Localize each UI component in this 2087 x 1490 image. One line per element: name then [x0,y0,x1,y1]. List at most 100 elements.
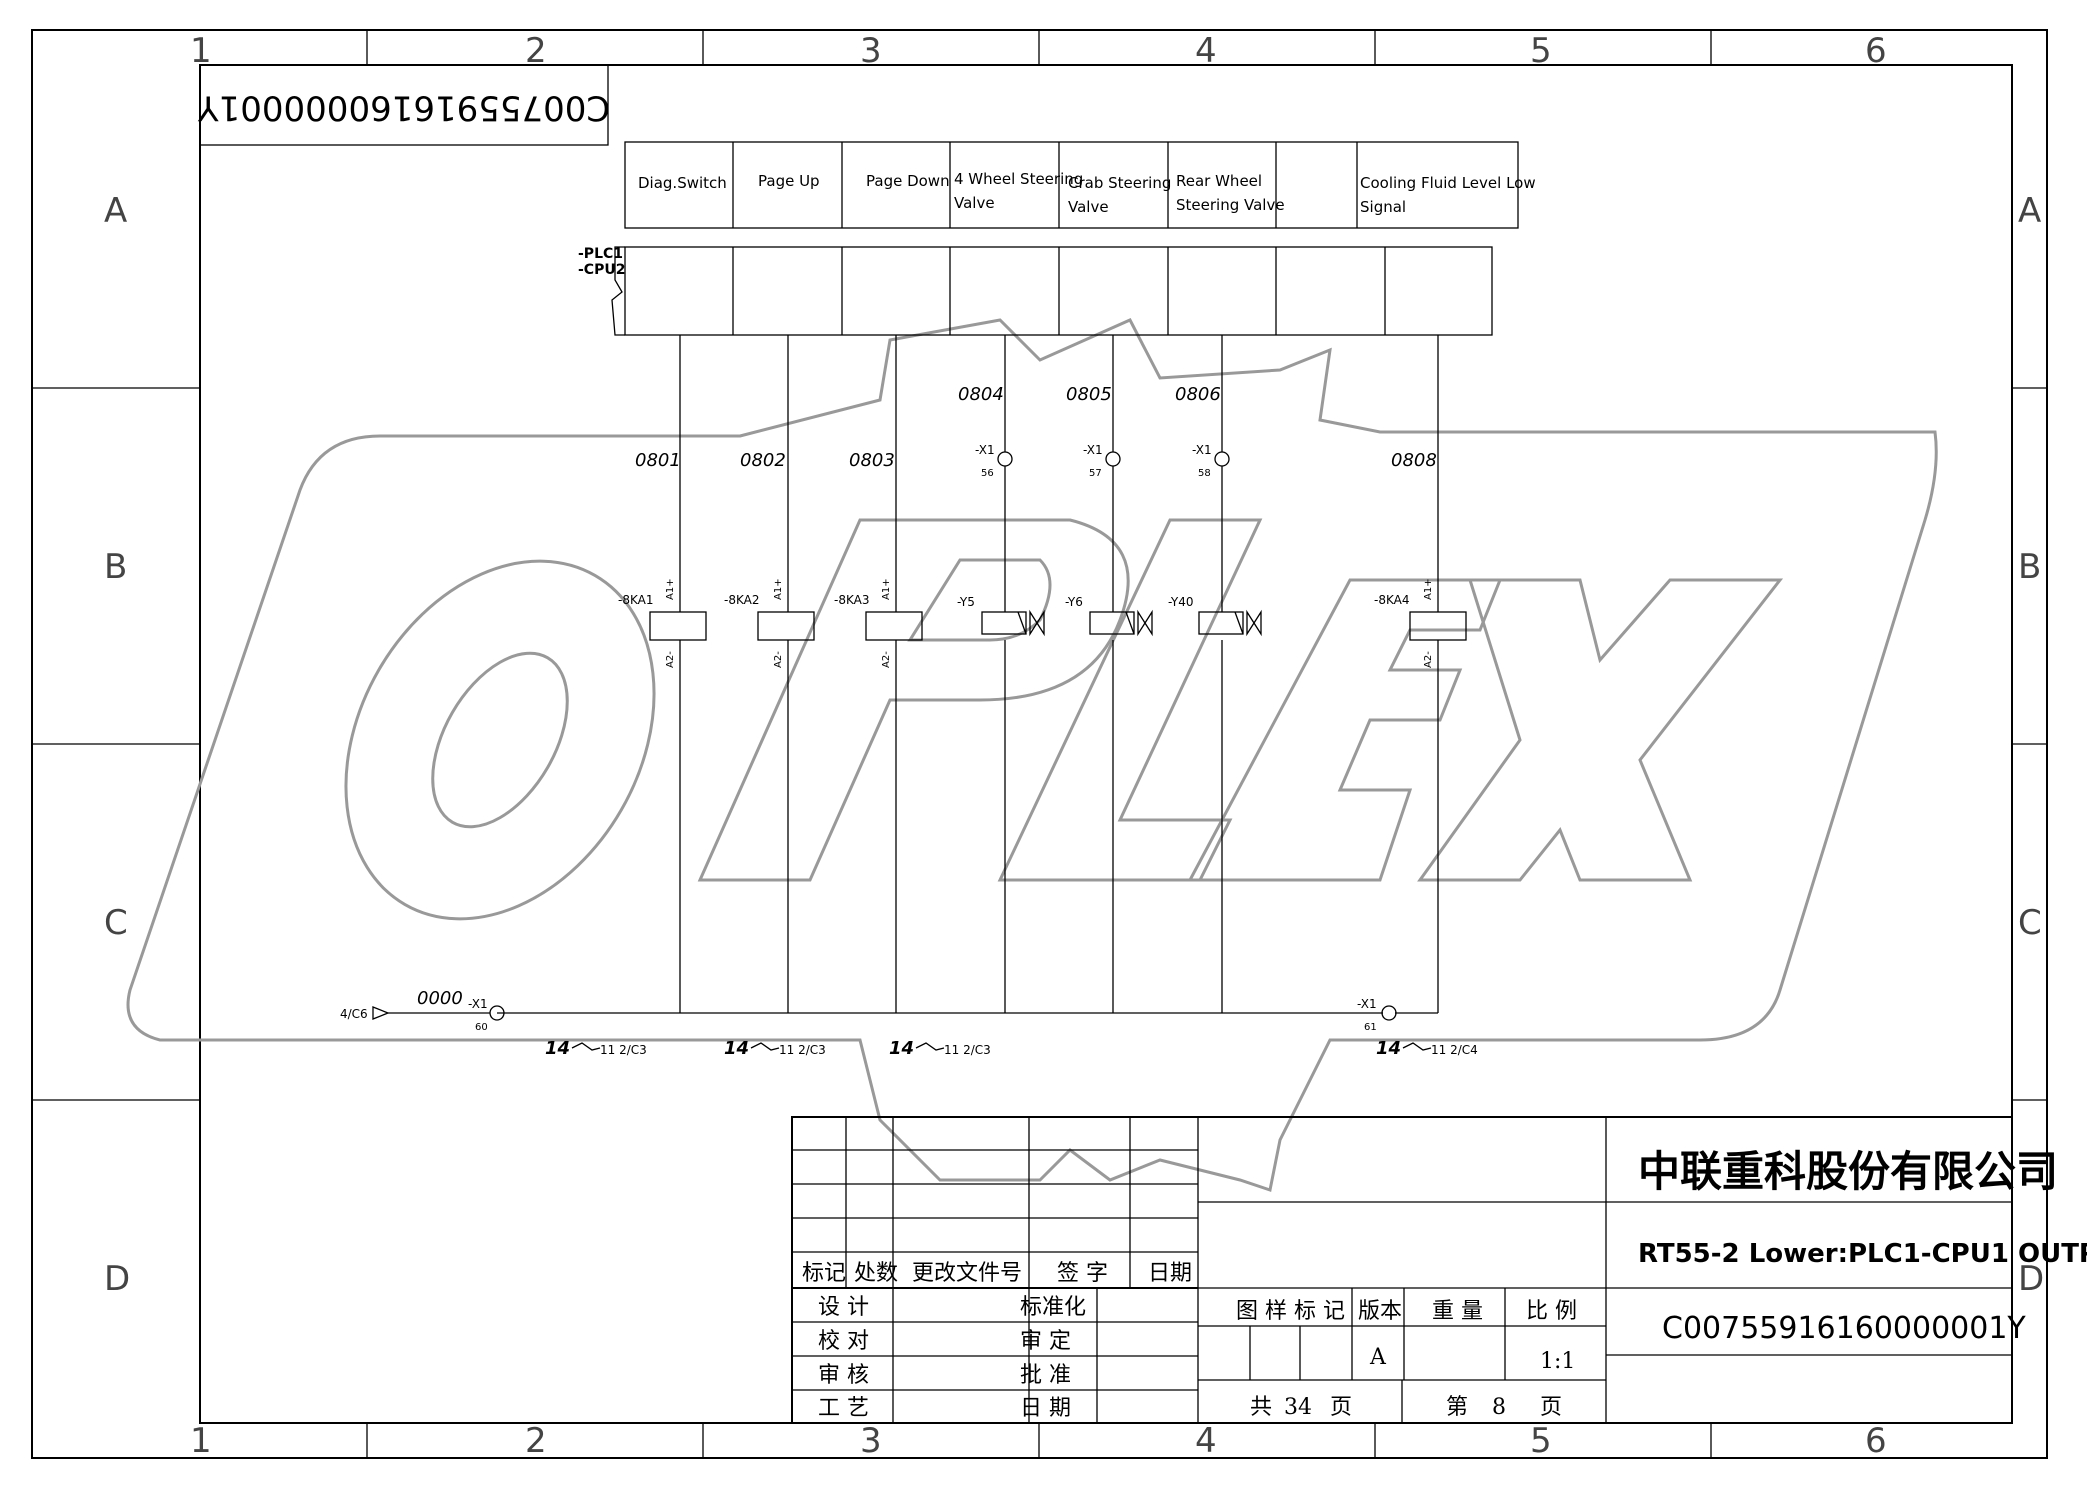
plc-tag: -PLC1 [578,246,623,262]
label-version: 版本 [1358,1299,1402,1324]
scale-value: 1:1 [1540,1349,1575,1374]
relay-a1: A1+ [881,578,892,600]
rev-header-count: 处数 [854,1261,898,1286]
relay-a1: A1+ [1423,578,1434,600]
vertical-wires [497,335,1439,1014]
relay-8ka1: -8KA1 A1+ A2- [618,578,707,668]
current-unit: 页 [1540,1395,1562,1420]
svg-text:14: 14 [545,1038,570,1059]
svg-text:11 2/C4: 11 2/C4 [1431,1043,1478,1057]
label-scale: 比 例 [1526,1299,1577,1324]
sign-label-check: 校 对 [818,1329,869,1354]
current-label: 第 [1446,1395,1468,1420]
col-label-3-bottom: 3 [860,1421,882,1461]
cpu-tag: -CPU2 [578,262,625,278]
header-cell-page-down: Page Down [866,172,950,190]
label-stage-mark: 图 样 标 记 [1236,1299,1345,1324]
wire-numbers: 0801 0802 0803 0804 0805 0806 0808 [635,384,1437,471]
terminal-x1-56: -X1 56 [975,443,1013,479]
wire-number-0808: 0808 [1391,450,1437,471]
bus-reference: 4/C6 [340,1007,368,1021]
relay-8ka3: -8KA3 A1+ A2- [834,578,923,668]
header-cell-cooling-line1: Cooling Fluid Level Low [1360,174,1536,192]
row-labels-left: A B C D [104,191,130,1299]
contact-ref-2: 14 11 2/C3 [724,1038,826,1059]
contact-ref-4: 14 11 2/C4 [1376,1038,1478,1059]
terminal-num: 58 [1198,468,1211,479]
row-label-a-right: A [2018,191,2041,231]
contact-references: 14 11 2/C3 14 11 2/C3 14 11 2/C3 14 11 2… [545,1038,1478,1059]
sign-label-design: 设 计 [818,1295,869,1320]
opex-watermark [126,318,1938,1192]
zone-grid [32,30,2047,1458]
rev-header-doc: 更改文件号 [912,1261,1022,1286]
header-cell-page-up: Page Up [758,172,820,190]
rotated-number-box [199,64,609,146]
drawing-title: RT55-2 Lower:PLC1-CPU1 OUTPUT-3~3 [1638,1239,2087,1269]
terminal-num: 56 [981,468,994,479]
wire-number-0806: 0806 [1175,384,1221,405]
header-cell-rear-line2: Steering Valve [1176,196,1285,214]
header-cell-crab-line2: Valve [1068,198,1109,216]
relay-a1: A1+ [665,578,676,600]
bottom-bus: 4/C6 0000 -X1 60 -X1 61 [340,988,1397,1033]
plc-output-block: -PLC1 -CPU2 [578,246,1493,336]
row-label-d: D [104,1259,130,1299]
bus-wire-number: 0000 [417,988,463,1009]
col-label-5: 5 [1530,31,1552,71]
terminal-x1-61 [1381,1005,1397,1021]
relay-a2: A2- [881,651,892,668]
svg-text:11 2/C3: 11 2/C3 [944,1043,991,1057]
sign-label-date: 日 期 [1020,1396,1071,1421]
header-cell-diag-switch: Diag.Switch [638,174,727,192]
row-label-c: C [104,903,128,943]
valve-y6: -Y6 [1065,595,1153,637]
total-pages: 34 [1284,1395,1312,1420]
header-cell-cooling-line2: Signal [1360,198,1406,216]
svg-text:14: 14 [724,1038,749,1059]
valve-y40: -Y40 [1168,595,1262,637]
title-block: 标记 处数 更改文件号 签 字 日期 设 计 标准化 校 对 审 定 审 核 批… [791,1116,2087,1424]
terminal-tag: -X1 [1192,443,1212,457]
svg-text:14: 14 [1376,1038,1401,1059]
relay-a2: A2- [665,651,676,668]
svg-text:11 2/C3: 11 2/C3 [779,1043,826,1057]
terminal-x1-57: -X1 57 [1083,443,1121,479]
header-description-row: Diag.Switch Page Up Page Down 4 Wheel St… [624,141,1536,229]
bus-right-terminal-tag: -X1 [1357,997,1377,1011]
col-label-4-bottom: 4 [1195,1421,1217,1461]
col-label-2: 2 [525,31,547,71]
col-label-1: 1 [190,31,212,71]
row-labels-right: A B C D [2018,191,2044,1299]
valve-tag: -Y6 [1065,595,1083,609]
header-cell-crab-line1: Crab Steering [1068,174,1171,192]
svg-text:11 2/C3: 11 2/C3 [600,1043,647,1057]
terminal-tag: -X1 [1083,443,1103,457]
rev-header-date: 日期 [1148,1261,1192,1286]
relay-tag: -8KA2 [724,593,759,607]
col-label-6: 6 [1865,31,1887,71]
total-unit: 页 [1330,1395,1352,1420]
label-weight: 重 量 [1432,1299,1483,1324]
row-label-b: B [104,547,127,587]
col-label-2-bottom: 2 [525,1421,547,1461]
contact-ref-3: 14 11 2/C3 [889,1038,991,1059]
col-label-3: 3 [860,31,882,71]
svg-text:14: 14 [889,1038,914,1059]
relay-a2: A2- [773,651,784,668]
wire-number-0803: 0803 [849,450,895,471]
drawing-number: C00755916160000001Y [1662,1311,2026,1346]
col-label-1-bottom: 1 [190,1421,212,1461]
wire-number-0804: 0804 [958,384,1004,405]
current-page: 8 [1492,1395,1506,1420]
wire-number-0801: 0801 [635,450,681,471]
contact-ref-1: 14 11 2/C3 [545,1038,647,1059]
column-labels-bottom: 1 2 3 4 5 6 [190,1421,1887,1461]
col-label-5-bottom: 5 [1530,1421,1552,1461]
total-label: 共 [1250,1395,1272,1420]
header-cell-4wheel-line2: Valve [954,194,995,212]
row-label-c-right: C [2018,903,2042,943]
rev-header-mark: 标记 [802,1261,846,1286]
terminal-num: 57 [1089,468,1102,479]
